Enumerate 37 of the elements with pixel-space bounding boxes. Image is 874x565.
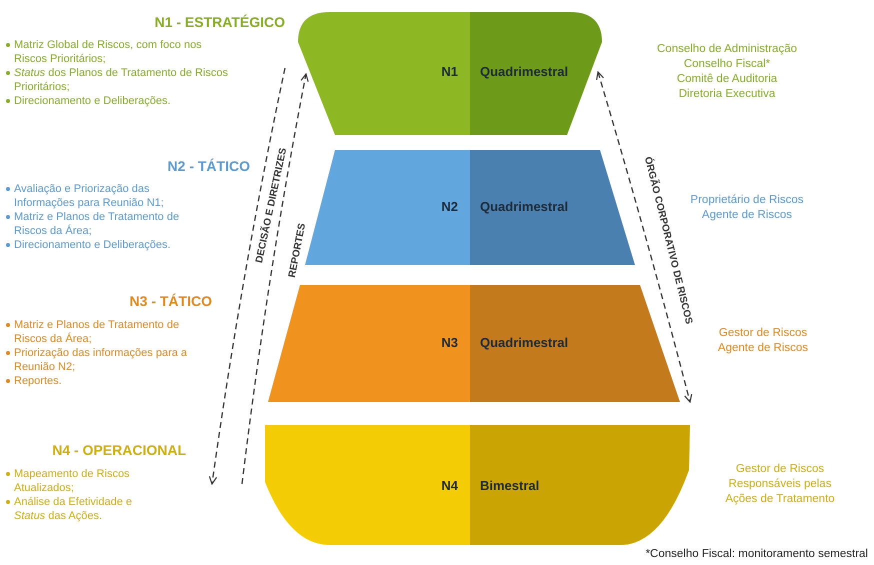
dashed-arrow [241,73,309,484]
level-heading: N2 - TÁTICO [168,158,250,174]
role-name: Ações de Tratamento [724,492,836,507]
bullet-item: Status dos Planos de Tratamento de Riscos Prioritários; [14,66,228,94]
level-code: N2 [441,199,458,214]
role-name: Conselho Fiscal* [682,57,772,72]
role-name: Responsáveis pelas [728,477,832,492]
level-code: N3 [441,335,458,350]
bullet-item: Direcionamento e Deliberações. [14,238,172,252]
bullet-item: Direcionamento e Deliberações. [14,94,172,108]
role-name: Diretoria Executiva [678,87,776,102]
level-heading: N3 - TÁTICO [130,293,212,309]
review-frequency: Quadrimestral [480,64,568,79]
level-code: N1 [441,64,458,79]
bullet-item: Matriz e Planos de Tratamento de Riscos da Área; [14,210,180,238]
role-name: Conselho de Administração [656,42,798,57]
review-frequency: Quadrimestral [480,335,568,350]
footnote: *Conselho Fiscal: monitoramento semestral [646,548,868,560]
review-frequency: Quadrimestral [480,199,568,214]
role-name: Agente de Riscos [716,341,810,356]
role-name: Comitê de Auditoria [676,72,778,87]
bullet-item: Avaliação e Priorização das Informações para Reunião N1; [14,182,165,210]
bullet-item: Análise da Efetividade e Status das Ações. [14,495,134,523]
level-code: N4 [441,478,458,493]
bullet-item: Mapeamento de Riscos Atualizados; [14,467,131,495]
role-name: Gestor de Riscos [718,326,808,341]
bullet-item: Matriz e Planos de Tratamento de Riscos da Área; [14,318,180,346]
edge-label: REPORTES [287,222,309,278]
review-frequency: Bimestral [480,478,540,493]
dashed-arrow [208,68,286,485]
level-heading: N4 - OPERACIONAL [52,442,186,458]
bullet-item: Matriz Global de Riscos, com foco nos Riscos Prioritários; [14,38,203,66]
dashed-arrow [596,71,692,403]
bullet-item: Reportes. [14,374,63,388]
bullet-item: Priorização das informações para a Reunião N2; [14,346,188,374]
level-heading: N1 - ESTRATÉGICO [154,14,285,30]
role-name: Gestor de Riscos [734,462,826,477]
